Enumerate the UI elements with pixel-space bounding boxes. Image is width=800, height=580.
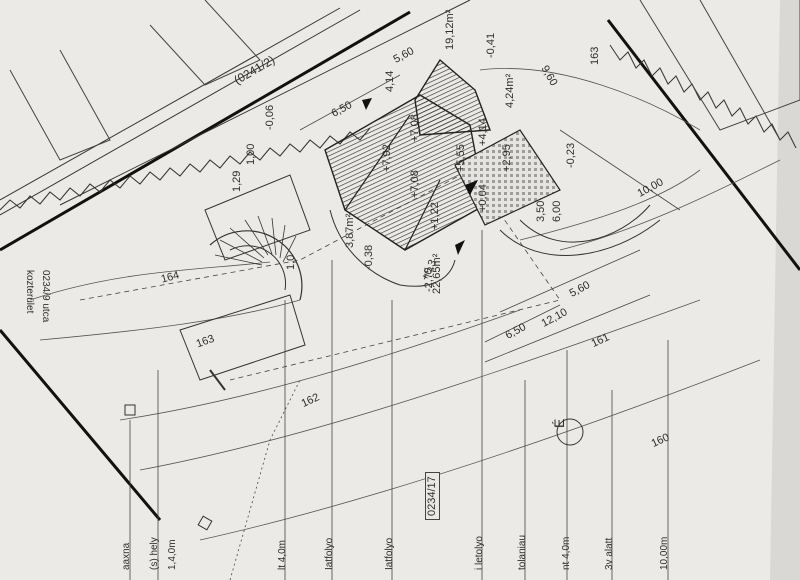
contour-162 (119, 309, 521, 421)
height-5-55: +5,55 (455, 144, 467, 172)
fence-zigzag-top (0, 127, 371, 211)
area-4-24: 4,24m² (504, 73, 516, 108)
height-1-22: +1,22 (429, 202, 441, 230)
house-roof-upper (414, 58, 491, 136)
legend-5: Iatfolyo (324, 537, 335, 570)
boundary-line-top (0, 10, 411, 252)
boundary-line-left (0, 329, 162, 521)
street-note: 0234/9 utca (40, 270, 51, 323)
legend-4: lt 4,0m (277, 539, 288, 570)
terrace-163 (179, 294, 306, 381)
height-0-41: -0,41 (485, 32, 497, 58)
legend-1: 1,4,0m (167, 539, 178, 570)
contour-label-163-right: 163 (589, 46, 601, 65)
side-text: kozterület (24, 270, 35, 314)
fence-zigzag-right (609, 44, 797, 149)
area-3-87: 3,87m² (344, 213, 356, 248)
height-7-08-a: +7,08 (409, 114, 421, 142)
paved-area (454, 129, 561, 226)
height-7-92: +7,92 (381, 144, 393, 172)
area-22-65: 22,65m² (431, 253, 443, 294)
legend-6: Iatfolyo (384, 537, 395, 570)
height-2-95: +2,95 (501, 144, 513, 172)
legend-10: 3v alatt (604, 537, 615, 570)
dim-3-50: 3,50 (535, 200, 547, 222)
height-4-14: +4,14 (477, 118, 489, 146)
height-0-23: -0,23 (565, 142, 577, 168)
dim-1-29: 1,29 (231, 170, 243, 192)
contour-163-right (479, 68, 701, 131)
legend-2: (s) hely (149, 537, 160, 570)
dim-6-00: 6,00 (551, 200, 563, 222)
driveway (329, 209, 456, 287)
north-label: É (551, 418, 567, 428)
height-0-04: +0,04 (477, 184, 489, 212)
dim-4-14: 4,14 (384, 70, 396, 92)
legend-3: aaxna (121, 542, 132, 570)
contour-161 (139, 299, 701, 471)
paper-shadow-right (770, 0, 800, 580)
legend-7: i letolyo (474, 536, 485, 570)
contour-163 (39, 299, 301, 341)
arrow-triangle (362, 98, 372, 110)
contour-160 (199, 359, 761, 541)
boundary-line-right (606, 19, 800, 271)
legend-11: 10,00m (659, 536, 670, 570)
spiral-stair (209, 230, 303, 301)
parcel-main-label: 0234/17 (425, 472, 440, 520)
contour-164 (29, 261, 271, 301)
height-7-08-b: +7,08 (409, 170, 421, 198)
dim-1-00: 1,00 (245, 143, 257, 165)
legend-9: nt 4,0m (561, 536, 572, 570)
north-marker (556, 418, 584, 446)
height-0-38: -0,38 (363, 244, 375, 270)
dim-0-06: -0,06 (264, 104, 276, 130)
dim-1-0: 1,0 (285, 254, 297, 270)
area-19-12: 19,12m² (444, 9, 456, 50)
legend-8: tolaniau (517, 534, 528, 570)
